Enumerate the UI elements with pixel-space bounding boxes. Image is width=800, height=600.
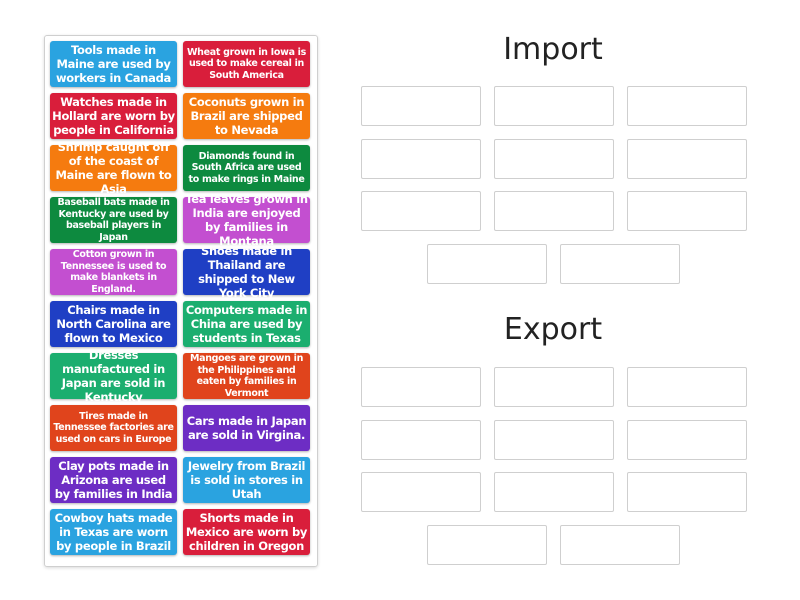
draggable-card[interactable]: Clay pots made in Arizona are used by fa…: [50, 457, 177, 503]
export-drop-slot[interactable]: [361, 419, 481, 460]
export-drop-slot[interactable]: [427, 525, 547, 565]
export-drop-slot[interactable]: [361, 472, 481, 512]
import-drop-slot[interactable]: [494, 138, 614, 179]
export-drop-slot[interactable]: [494, 367, 614, 407]
import-drop-slot[interactable]: [627, 191, 747, 231]
import-drop-slot[interactable]: [427, 244, 547, 284]
import-drop-slot[interactable]: [361, 86, 481, 126]
import-drop-slot[interactable]: [627, 138, 747, 179]
card-bank: Tools made in Maine are used by workers …: [44, 35, 318, 567]
draggable-card[interactable]: Shoes made in Thailand are shipped to Ne…: [183, 244, 310, 300]
import-title: Import: [503, 32, 603, 67]
draggable-card[interactable]: Tires made in Tennessee factories are us…: [50, 405, 177, 451]
export-drop-slot[interactable]: [627, 367, 747, 407]
draggable-card[interactable]: Wheat grown in Iowa is used to make cere…: [183, 41, 310, 87]
import-drop-slot[interactable]: [627, 86, 747, 126]
export-drop-slot[interactable]: [627, 419, 747, 460]
export-drop-slot[interactable]: [560, 525, 680, 565]
draggable-card[interactable]: Baseball bats made in Kentucky are used …: [50, 197, 177, 243]
draggable-card[interactable]: Chairs made in North Carolina are flown …: [50, 301, 177, 347]
draggable-card[interactable]: Shrimp caught off of the coast of Maine …: [50, 140, 177, 196]
export-title: Export: [503, 312, 603, 347]
draggable-card[interactable]: Diamonds found in South Africa are used …: [183, 145, 310, 191]
draggable-card[interactable]: Coconuts grown in Brazil are shipped to …: [183, 93, 310, 139]
draggable-card[interactable]: Mangoes are grown in the Philippines and…: [183, 353, 310, 399]
draggable-card[interactable]: Shorts made in Mexico are worn by childr…: [183, 509, 310, 555]
import-drop-slot[interactable]: [361, 138, 481, 179]
export-drop-slot[interactable]: [494, 419, 614, 460]
draggable-card[interactable]: Cars made in Japan are sold in Virgina.: [183, 405, 310, 451]
import-drop-slot[interactable]: [560, 244, 680, 284]
import-drop-slot[interactable]: [494, 191, 614, 231]
draggable-card[interactable]: Dresses manufactured in Japan are sold i…: [50, 348, 177, 404]
draggable-card[interactable]: Cotton grown in Tennessee is used to mak…: [50, 249, 177, 295]
draggable-card[interactable]: Tools made in Maine are used by workers …: [50, 41, 177, 87]
export-drop-slot[interactable]: [361, 367, 481, 407]
draggable-card[interactable]: Computers made in China are used by stud…: [183, 301, 310, 347]
import-drop-slot[interactable]: [361, 191, 481, 231]
draggable-card[interactable]: Jewelry from Brazil is sold in stores in…: [183, 457, 310, 503]
draggable-card[interactable]: Cowboy hats made in Texas are worn by pe…: [50, 509, 177, 555]
draggable-card[interactable]: Watches made in Hollard are worn by peop…: [50, 93, 177, 139]
export-drop-slot[interactable]: [494, 472, 614, 512]
draggable-card[interactable]: Tea leaves grown in India are enjoyed by…: [183, 192, 310, 248]
export-drop-slot[interactable]: [627, 472, 747, 512]
import-drop-slot[interactable]: [494, 86, 614, 126]
